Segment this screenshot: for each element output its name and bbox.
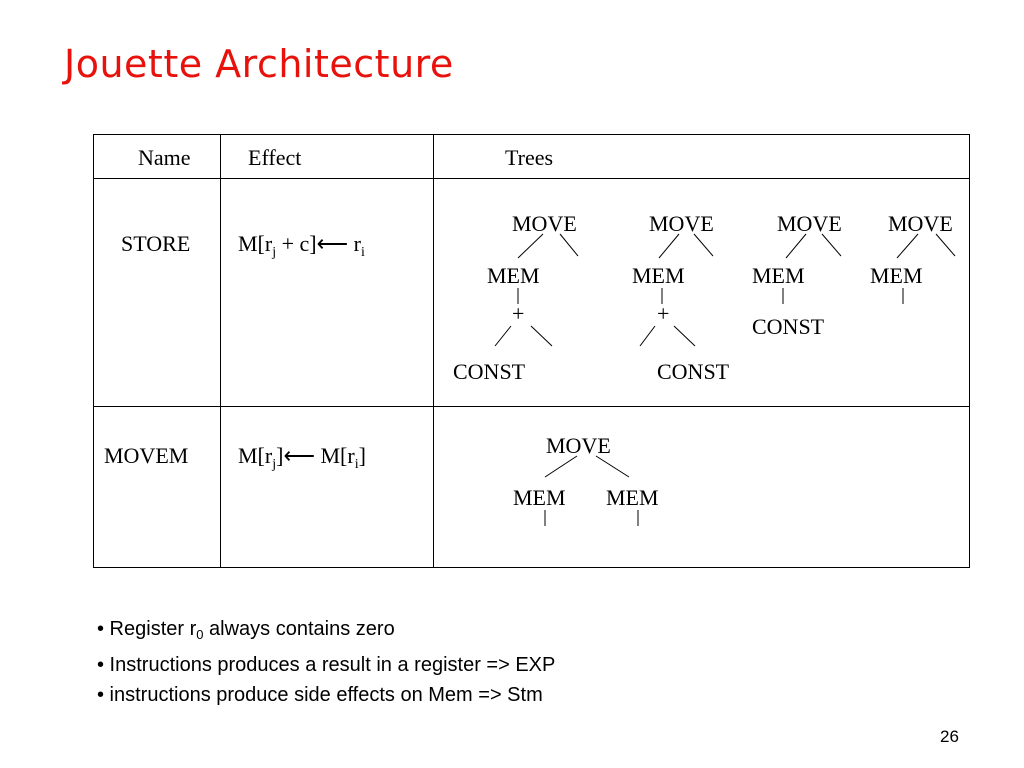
tree3-edge [785,233,807,259]
tree2-edge [673,325,696,347]
bullet-text: • Register r [97,618,197,640]
effect-bracket-close: ] [276,443,284,468]
bullet-item: • instructions produce side effects on M… [97,684,543,706]
movem-tree-move: MOVE [546,433,611,458]
tree3-edge [821,233,842,257]
effect-sub-j: j [272,245,277,260]
row-store-effect: M[rj + c]⟵ ri [238,233,365,260]
header-effect: Effect [248,145,302,170]
tree2-mem: MEM [632,263,685,288]
movem-tree-mem-right: MEM [606,485,659,510]
bullet-item: • Register r0 always contains zero [97,614,555,650]
tree1-edge [517,233,544,259]
bullet-text: always contains zero [203,618,395,640]
effect-arrow: ⟵ [283,443,315,468]
tree2-edge [639,325,656,347]
movem-tree-edge [595,455,630,478]
effect-arrow: ⟵ [316,231,349,256]
row-movem-effect: M[rj]⟵ M[ri] [238,445,366,472]
bullet-list: • Register r0 always contains zero • Ins… [97,614,555,710]
row-store-name: STORE [121,231,191,256]
effect-mem-open: M[r [238,443,273,468]
tree2-const: CONST [657,359,730,384]
tree1-mem: MEM [487,263,540,288]
page-number: 26 [940,727,959,746]
tree1-edge [530,325,553,347]
instruction-table [93,134,970,568]
table-row-divider [93,406,970,407]
effect-sub-i: i [360,245,365,260]
tree1-edge [559,233,579,257]
effect-sub-i: i [354,457,359,472]
tree4-move: MOVE [888,211,953,236]
effect-r: r [353,231,361,256]
table-divider-name-effect [220,134,221,568]
tree3-mem: MEM [752,263,805,288]
bullet-subscript: 0 [196,627,204,642]
tree1-const: CONST [453,359,526,384]
effect-mem2-open: M[r [320,443,355,468]
header-name: Name [138,145,191,170]
tree3-const: CONST [752,314,825,339]
tree1-move: MOVE [512,211,577,236]
tree4-mem: MEM [870,263,923,288]
effect-plus-c: + c] [276,231,317,256]
table-divider-effect-trees [433,134,434,568]
movem-tree-edge [544,455,578,478]
tree4-edge [896,233,919,259]
tree1-edge [494,325,512,347]
tree1-plus: + [512,301,525,326]
effect-sub-j: j [272,457,277,472]
bullet-item: • Instructions produces a result in a re… [97,654,556,676]
header-trees: Trees [505,145,554,170]
tree2-plus: + [657,301,670,326]
table-header-divider [93,178,970,179]
page-title: Jouette Architecture [64,42,454,86]
tree2-edge [693,233,714,257]
tree2-edge [658,233,680,259]
effect-bracket-close2: ] [358,443,366,468]
tree4-edge [935,233,956,257]
effect-mem-open: M[r [238,231,273,256]
tree2-move: MOVE [649,211,714,236]
row-movem-name: MOVEM [104,443,189,468]
movem-tree-mem-left: MEM [513,485,566,510]
tree3-move: MOVE [777,211,842,236]
